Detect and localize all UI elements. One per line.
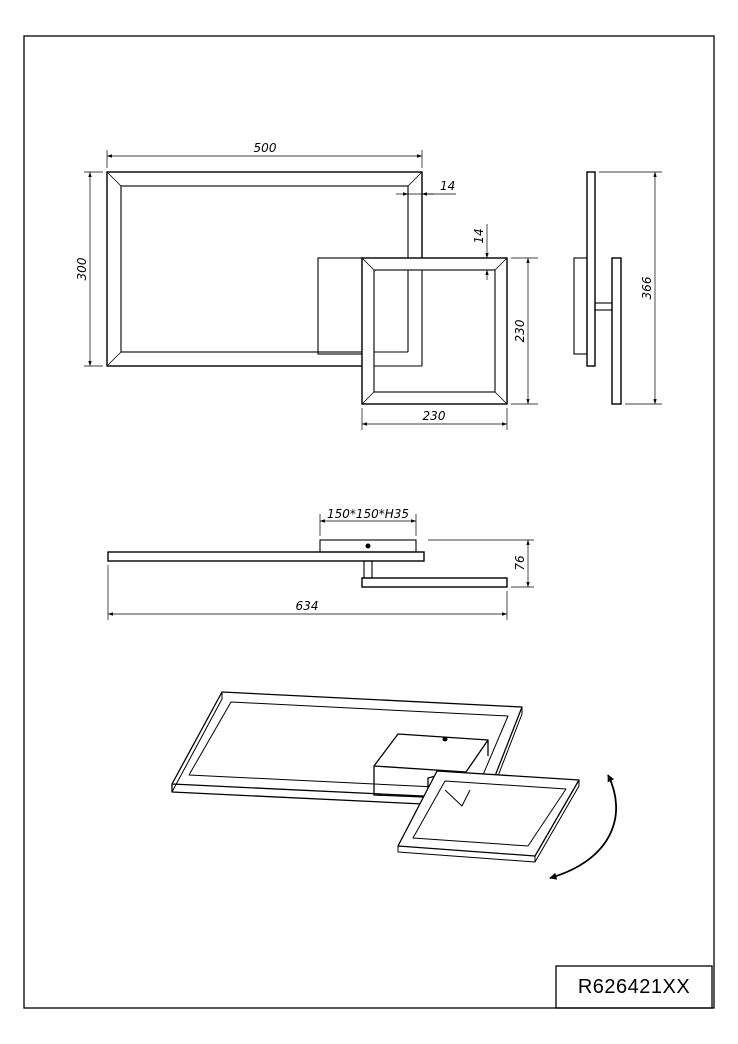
- dim-depth: 76: [513, 555, 527, 571]
- side-arm: [594, 302, 613, 311]
- elev-small-frame: [361, 577, 508, 588]
- dim-canopy: 150*150*H35: [327, 507, 409, 521]
- front-canopy: [317, 257, 363, 355]
- dim-side-height: 366: [640, 276, 654, 299]
- side-large-frame: [586, 171, 596, 367]
- side-canopy: [573, 257, 588, 355]
- side-view: [573, 171, 622, 405]
- product-code: R626421XX: [577, 975, 691, 998]
- front-dimensions: [84, 150, 538, 430]
- isometric-view: [171, 691, 580, 863]
- dim-small-profile: 14: [472, 228, 486, 243]
- front-view: [106, 171, 508, 405]
- small-frame-outer: [361, 257, 508, 405]
- elev-large-frame: [107, 551, 425, 562]
- dim-large-height: 300: [75, 257, 89, 280]
- product-code-box: [555, 965, 713, 1009]
- dim-total-length: 634: [296, 599, 319, 613]
- rotation-arrow-icon: [549, 774, 617, 880]
- side-dimensions: [599, 171, 662, 405]
- small-frame-inner: [373, 269, 496, 393]
- elev-screw: [365, 543, 371, 549]
- iso-screw: [442, 736, 448, 742]
- side-small-frame: [611, 257, 622, 405]
- elev-arm: [363, 560, 373, 579]
- dim-small-width: 230: [423, 409, 446, 423]
- dim-large-width: 500: [254, 141, 277, 155]
- dim-frame-profile: 14: [440, 179, 455, 193]
- sheet-border: [23, 35, 715, 1009]
- elevation-dimensions: [107, 514, 534, 620]
- elevation-view: [107, 539, 508, 588]
- dim-small-height: 230: [513, 319, 527, 342]
- iso-canopy-top: [373, 733, 489, 773]
